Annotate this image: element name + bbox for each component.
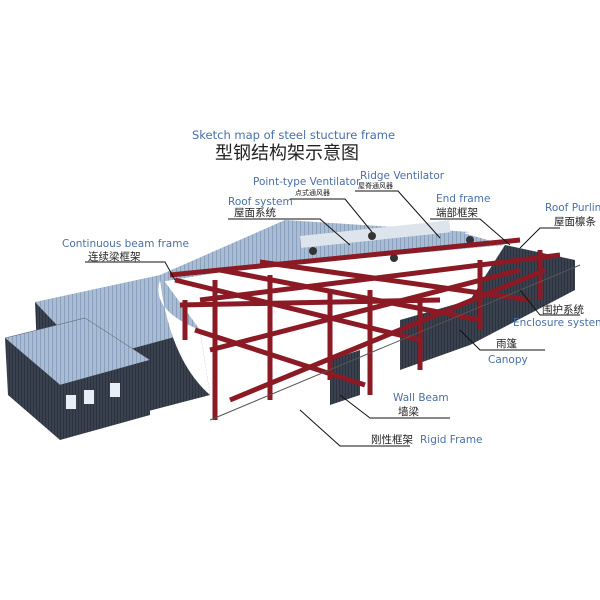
roof-system-label-en: Roof system bbox=[228, 196, 293, 208]
rigid-frame-label-en: Rigid Frame bbox=[420, 434, 483, 446]
point-ventilator-label-en: Point-type Ventilator bbox=[253, 176, 361, 188]
rigid-frame-label-cn: 刚性框架 bbox=[371, 434, 413, 446]
roof-purlin-label-en: Roof Purlin bbox=[545, 202, 600, 214]
end-frame-label-cn: 端部框架 bbox=[436, 207, 478, 219]
title-en: Sketch map of steel stucture frame bbox=[192, 128, 396, 142]
enclosure-label-cn: 围护系统 bbox=[542, 304, 584, 316]
ridge-ventilator-label-en: Ridge Ventilator bbox=[360, 170, 445, 182]
enclosure-label-en: Enclosure system bbox=[513, 317, 600, 329]
point-ventilator-label-cn: 点式通风器 bbox=[295, 189, 330, 197]
continuous-beam-label-cn: 连续梁框架 bbox=[88, 251, 141, 263]
wall-beam-label-en: Wall Beam bbox=[393, 392, 449, 404]
wall-beam-label-cn: 墙梁 bbox=[398, 406, 419, 418]
canopy-label-en: Canopy bbox=[488, 354, 528, 366]
roof-purlin-label-cn: 屋面檩条 bbox=[554, 216, 596, 228]
title-cn: 型钢结构架示意图 bbox=[215, 143, 359, 164]
continuous-beam-label-en: Continuous beam frame bbox=[62, 238, 189, 250]
roof-system-label-cn: 屋面系统 bbox=[234, 207, 276, 219]
leader-lines bbox=[85, 190, 580, 447]
canopy-label-cn: 雨篷 bbox=[496, 338, 517, 350]
ridge-ventilator-label-cn: 屋脊通风器 bbox=[358, 182, 393, 190]
rigid-frame bbox=[169, 237, 561, 420]
continuous-beam-building bbox=[4, 275, 210, 440]
point-ventilators bbox=[309, 232, 474, 262]
end-frame-label-en: End frame bbox=[436, 193, 491, 205]
ground-line bbox=[209, 264, 581, 421]
